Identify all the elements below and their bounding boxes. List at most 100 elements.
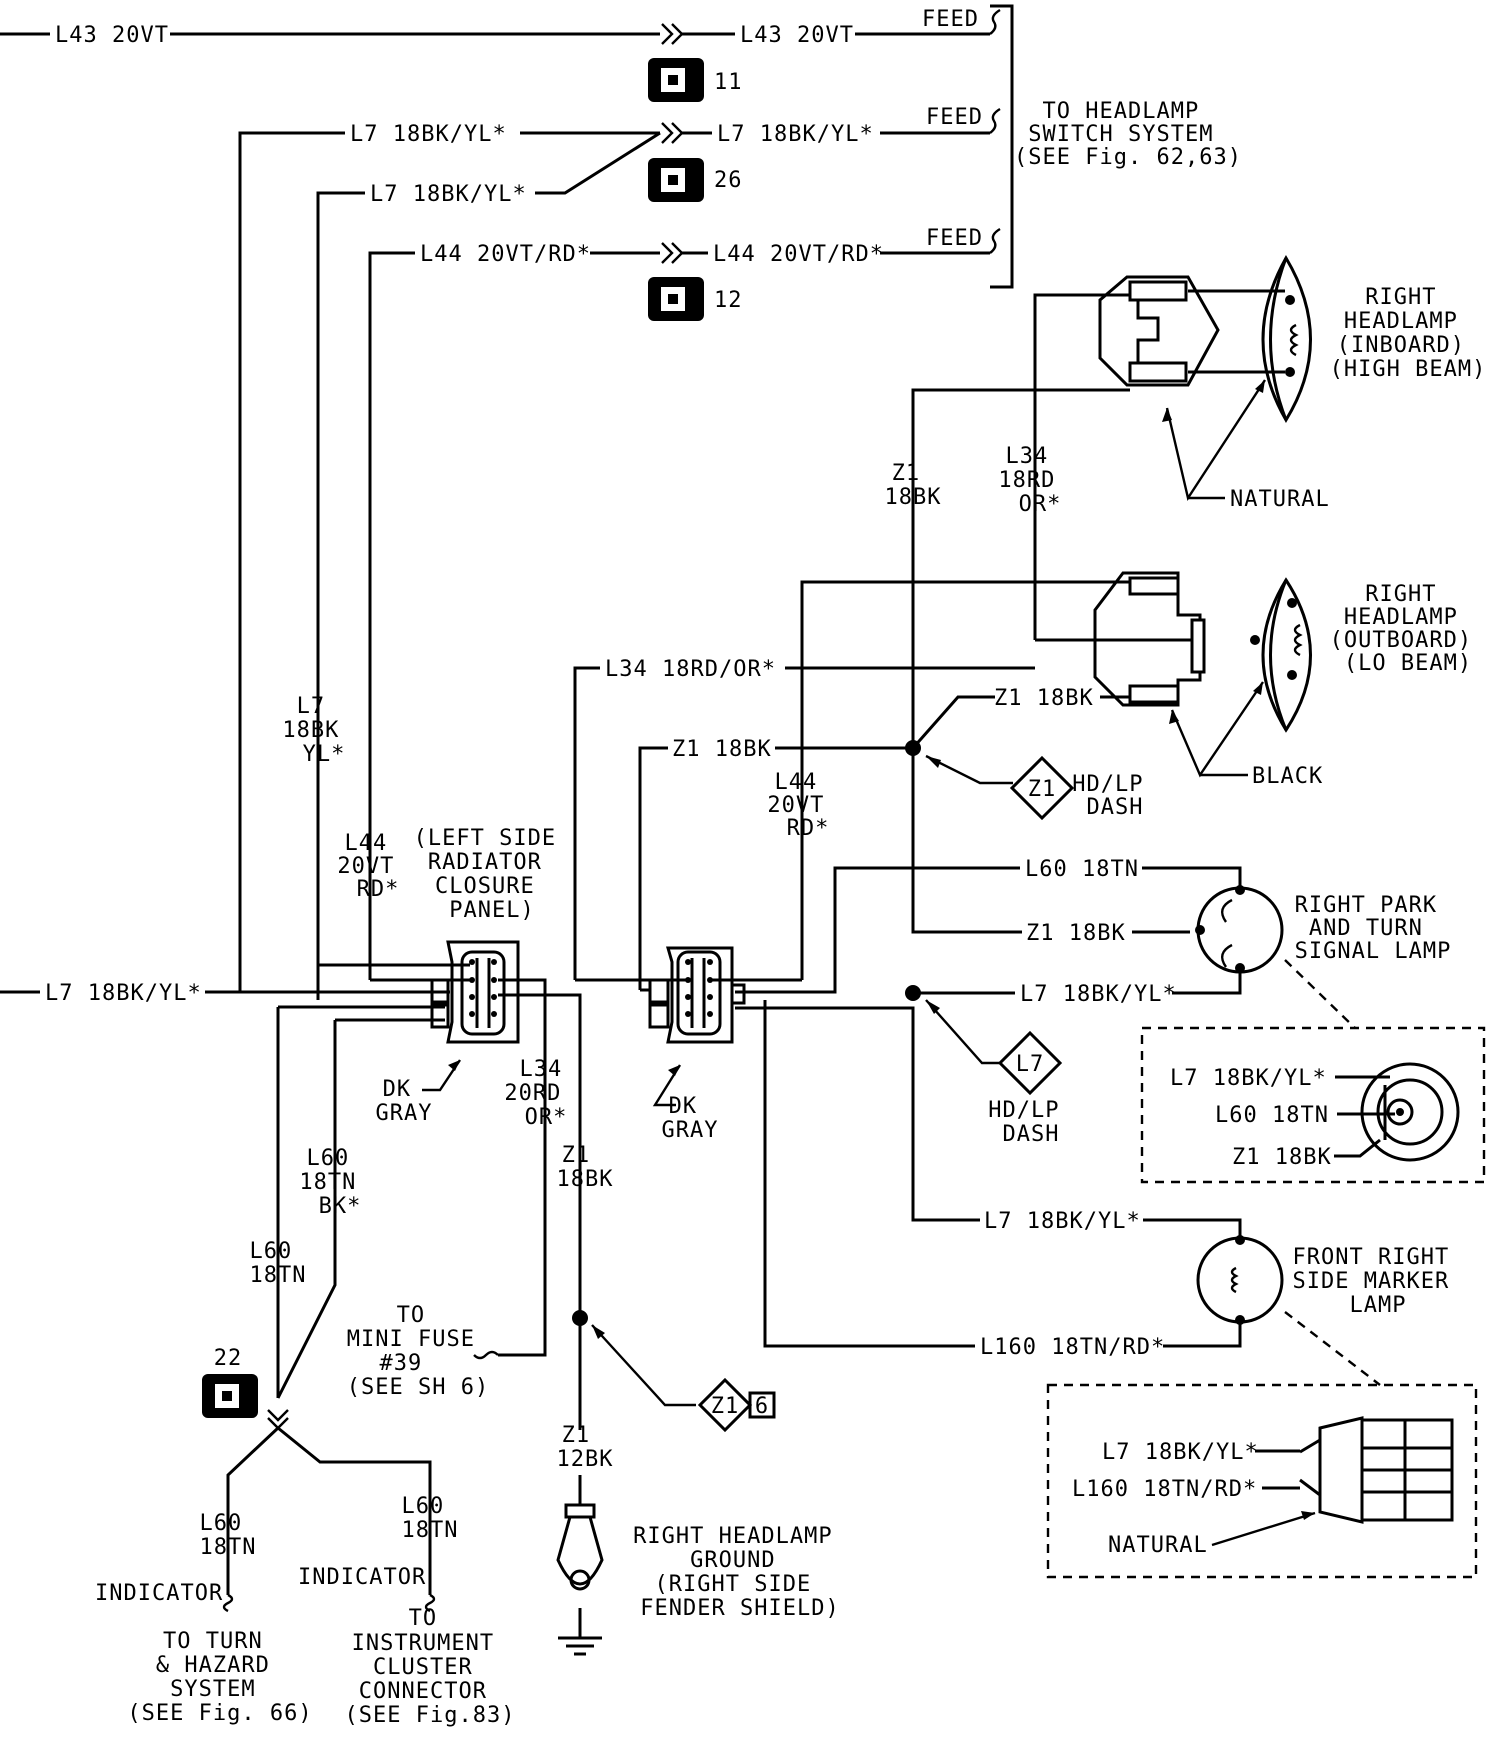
rh-inboard-pins xyxy=(1188,289,1285,374)
mini-fuse-note: TO MINI FUSE #39 (SEE SH 6) xyxy=(347,1303,489,1400)
connector-12-label: 12 xyxy=(714,288,743,313)
rh-outboard-connector xyxy=(1093,571,1206,707)
l43-wire xyxy=(0,8,1001,45)
ground-terminal xyxy=(556,1503,604,1656)
l7-diamond-label: L7 xyxy=(1016,1052,1045,1077)
dk-gray-1: DK GRAY xyxy=(376,1077,433,1126)
z1-vert-top-label: Z1 18BK xyxy=(885,461,942,510)
left-conn-lower-inputs xyxy=(278,1005,445,1022)
connector-22-chevron xyxy=(267,1409,289,1430)
l44-to-outboard xyxy=(800,580,1130,980)
l7-dash-diamond xyxy=(925,999,1063,1096)
park-inset-z1-line xyxy=(1334,1138,1381,1158)
black-pointer xyxy=(1169,681,1264,778)
l44-vert-left-label: L44 20VT RD* xyxy=(337,831,408,902)
rh-inboard-connector xyxy=(1098,275,1220,387)
l7-marker-end xyxy=(1143,1218,1242,1240)
z1-12bk-label: Z1 12BK xyxy=(557,1423,614,1472)
z1-to-outboard xyxy=(911,695,995,749)
park-inset-l60: L60 18TN xyxy=(1215,1103,1329,1128)
z1-diamond-label: Z1 xyxy=(1028,777,1057,802)
l60-to-turn xyxy=(226,1426,280,1595)
marker-inset-l7: L7 18BK/YL* xyxy=(1102,1440,1259,1465)
rh-outboard-lamp xyxy=(1250,577,1312,733)
l160-end xyxy=(1163,1320,1242,1348)
front-marker-lamp xyxy=(1196,1235,1284,1325)
dk-gray-2-pointer xyxy=(652,1064,682,1107)
natural-pointer xyxy=(1162,379,1267,502)
l60-wire-end xyxy=(1142,866,1242,890)
connector-11-label: 11 xyxy=(714,70,743,95)
connector-22-label: 22 xyxy=(214,1346,243,1371)
l7-left-bottom-label: L7 18BK/YL* xyxy=(45,981,202,1006)
park-inset-l7: L7 18BK/YL* xyxy=(1170,1066,1327,1091)
rh-inboard-label: RIGHT HEADLAMP (INBOARD) (HIGH BEAM) xyxy=(1330,285,1487,382)
l34-mid-wire-left xyxy=(573,666,600,980)
feed-label-2: FEED xyxy=(926,105,983,130)
turn-break xyxy=(222,1593,234,1613)
l7-right-wire xyxy=(735,1006,980,1222)
black-label: BLACK xyxy=(1252,764,1323,789)
l43-right-label: L43 20VT xyxy=(740,23,854,48)
l7-park-label: L7 18BK/YL* xyxy=(1020,982,1177,1007)
l7-top-right-label: L7 18BK/YL* xyxy=(717,122,874,147)
to-turn-hazard-note: TO TURN & HAZARD SYSTEM (SEE Fig. 66) xyxy=(127,1629,312,1726)
natural-bottom-pointer xyxy=(1211,1511,1316,1547)
feed-label-3: FEED xyxy=(926,226,983,251)
dk-gray-1-pointer xyxy=(422,1059,461,1092)
feed-bracket xyxy=(990,4,1014,289)
z1-to-park xyxy=(911,748,1022,934)
l34-20rd-wire xyxy=(498,978,547,1357)
z1-top-wire xyxy=(911,388,1130,748)
dk-gray-2: DK GRAY xyxy=(662,1094,719,1143)
l60-bottom-left-label: L60 18TN xyxy=(200,1511,257,1560)
marker-inset-leader xyxy=(1284,1311,1381,1386)
l7-top-a-label: L7 18BK/YL* xyxy=(350,122,507,147)
l60-bottom-right-label: L60 18TN xyxy=(402,1494,459,1543)
l60-label: L60 18TN xyxy=(1025,857,1139,882)
natural-bottom-label: NATURAL xyxy=(1108,1533,1208,1558)
l44-vert-mid-label: L44 20VT RD* xyxy=(767,770,838,841)
hdlp-dash-1: HD/LP DASH xyxy=(1072,772,1157,820)
z1-ground-diamond xyxy=(591,1324,776,1433)
l60-bk-vert xyxy=(276,1020,337,1399)
marker-inset-box xyxy=(1046,1383,1478,1579)
z1-mid-wire-left xyxy=(638,746,668,990)
connector-26 xyxy=(648,158,704,202)
marker-socket xyxy=(1299,1416,1454,1524)
rh-outboard-label: RIGHT HEADLAMP (OUTBOARD) (LO BEAM) xyxy=(1330,582,1487,676)
park-inset-z1: Z1 18BK xyxy=(1232,1145,1332,1170)
l44-top-wire xyxy=(368,227,1001,980)
l34-vert-top-label: L34 18RD OR* xyxy=(998,444,1069,517)
middle-connector xyxy=(648,946,746,1044)
left-radiator-note: (LEFT SIDE RADIATOR CLOSURE PANEL) xyxy=(414,826,571,923)
natural-top-label: NATURAL xyxy=(1230,487,1330,512)
z1-outboard-label: Z1 18BK xyxy=(994,686,1094,711)
indicator-2: INDICATOR xyxy=(298,1565,426,1590)
l160-wire xyxy=(763,1000,975,1348)
z1-18bk-wire xyxy=(498,993,582,1318)
z1-dash-diamond xyxy=(925,754,1075,821)
front-marker-label: FRONT RIGHT SIDE MARKER LAMP xyxy=(1293,1245,1464,1318)
l7-marker-label: L7 18BK/YL* xyxy=(984,1209,1141,1234)
marker-inset-l160: L160 18TN/RD* xyxy=(1072,1477,1257,1502)
connector-11 xyxy=(648,58,704,102)
to-headlamp-switch-note: TO HEADLAMP SWITCH SYSTEM (SEE Fig. 62,6… xyxy=(1014,99,1242,170)
l34-mid-label: L34 18RD/OR* xyxy=(605,657,776,682)
left-conn-inputs xyxy=(240,963,470,994)
l7-vert-label: L7 18BK YL* xyxy=(282,694,353,767)
l60-wire xyxy=(735,866,1020,994)
l44-top-label: L44 20VT/RD* xyxy=(420,242,591,267)
z1-18bk-bottom-label: Z1 18BK xyxy=(557,1143,614,1192)
cluster-break xyxy=(424,1593,436,1613)
l7-park-end xyxy=(1172,970,1242,995)
right-park-lamp xyxy=(1195,885,1284,974)
l34-20rd-label: L34 20RD OR* xyxy=(504,1057,576,1130)
l60-left-label: L60 18TN xyxy=(250,1239,307,1288)
l7-top-wires xyxy=(238,107,1001,1000)
l7-top-b-label: L7 18BK/YL* xyxy=(370,182,527,207)
middle-conn-inputs xyxy=(575,978,802,992)
right-park-label: RIGHT PARK AND TURN SIGNAL LAMP xyxy=(1295,893,1452,964)
z1-mid-label: Z1 18BK xyxy=(672,737,772,762)
ground-sheet-label: 6 xyxy=(755,1394,769,1419)
